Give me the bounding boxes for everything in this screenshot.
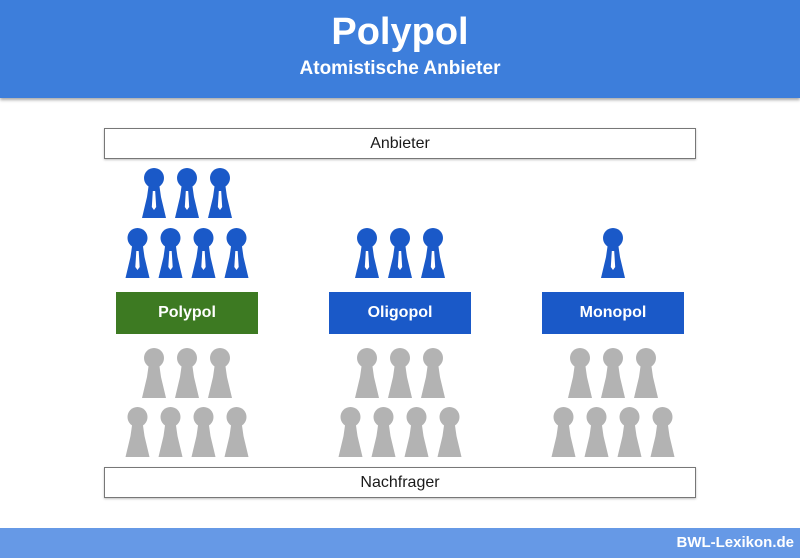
buyer-monopol-1 <box>568 348 592 398</box>
footer-bar: BWL-Lexikon.de <box>0 528 800 558</box>
buyer-oligopol-5 <box>371 407 396 457</box>
buyer-monopol-5 <box>584 407 609 457</box>
buyer-polypol-3 <box>208 348 232 398</box>
buyer-oligopol-6 <box>404 407 429 457</box>
buyer-polypol-5 <box>158 407 183 457</box>
buyer-monopol-7 <box>650 407 675 457</box>
seller-polypol-3 <box>208 168 232 218</box>
buyer-monopol-3 <box>634 348 658 398</box>
market-box-polypol: Polypol <box>116 292 258 334</box>
seller-oligopol-2 <box>388 228 412 278</box>
buyer-polypol-1 <box>142 348 166 398</box>
seller-polypol-2 <box>175 168 199 218</box>
buyer-oligopol-2 <box>388 348 412 398</box>
seller-polypol-1 <box>142 168 166 218</box>
buyer-monopol-6 <box>617 407 642 457</box>
buyers-bar: Nachfrager <box>104 467 696 498</box>
page-title: Polypol <box>331 11 469 53</box>
seller-polypol-7 <box>224 228 249 278</box>
buyer-polypol-4 <box>125 407 150 457</box>
buyer-oligopol-7 <box>437 407 462 457</box>
market-box-oligopol: Oligopol <box>329 292 471 334</box>
buyer-monopol-2 <box>601 348 625 398</box>
buyer-polypol-6 <box>191 407 216 457</box>
market-box-monopol: Monopol <box>542 292 684 334</box>
seller-polypol-4 <box>125 228 150 278</box>
seller-polypol-6 <box>191 228 216 278</box>
seller-monopol-1 <box>601 228 625 278</box>
brand-logo-text: BWL-Lexikon.de <box>676 534 794 551</box>
buyer-monopol-4 <box>551 407 576 457</box>
seller-oligopol-3 <box>421 228 445 278</box>
seller-polypol-5 <box>158 228 183 278</box>
buyer-oligopol-3 <box>421 348 445 398</box>
buyer-polypol-2 <box>175 348 199 398</box>
buyer-polypol-7 <box>224 407 249 457</box>
buyer-oligopol-1 <box>355 348 379 398</box>
sellers-bar: Anbieter <box>104 128 696 159</box>
header-banner: Polypol Atomistische Anbieter <box>0 0 800 98</box>
seller-oligopol-1 <box>355 228 379 278</box>
buyer-oligopol-4 <box>338 407 363 457</box>
page-subtitle: Atomistische Anbieter <box>299 58 501 79</box>
